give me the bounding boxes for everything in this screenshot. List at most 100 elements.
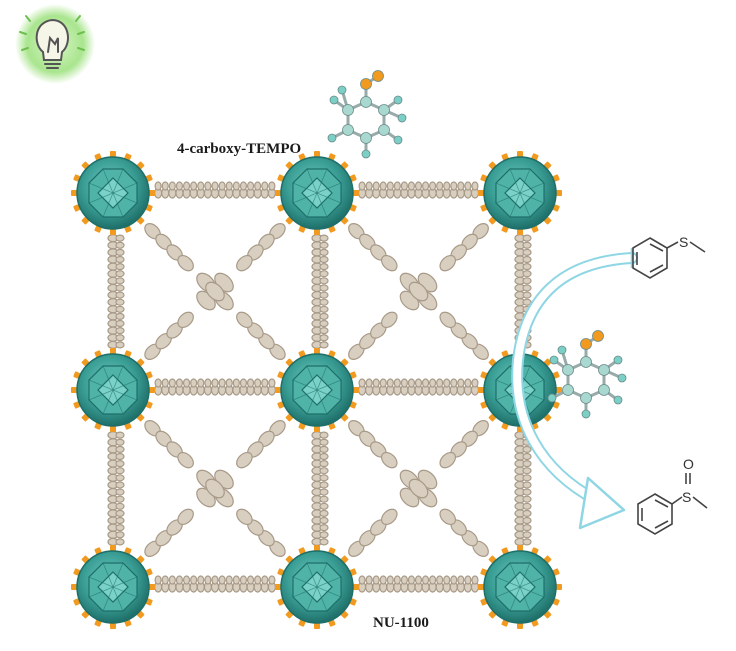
- linker-ring: [319, 255, 329, 264]
- linker-ring: [522, 445, 532, 453]
- linker-ring: [372, 378, 380, 388]
- node-edge: [88, 192, 114, 204]
- linker-ring: [115, 467, 125, 475]
- node-edge: [495, 576, 521, 588]
- linker-ring: [319, 291, 329, 299]
- linker-ring: [168, 575, 176, 585]
- linker-ring: [115, 248, 125, 256]
- linker-ring: [204, 378, 212, 388]
- linker-ring: [522, 509, 532, 518]
- linker-chain: [154, 378, 276, 388]
- product-s-atom: S: [682, 489, 691, 505]
- linker-ring: [154, 181, 162, 191]
- tempo-atom: [337, 85, 347, 95]
- linker-ring: [421, 575, 430, 585]
- tempo-atom: [393, 95, 403, 105]
- linker-ring: [421, 181, 430, 191]
- sulfoxide-product: [637, 473, 708, 535]
- linker-ring: [522, 234, 532, 242]
- tempo-atom: [327, 133, 337, 143]
- linker-ring: [115, 452, 125, 461]
- node-edge: [519, 586, 531, 612]
- node-edge: [306, 192, 318, 218]
- linker-chain: [514, 431, 526, 546]
- linker-ring: [154, 378, 162, 388]
- linker-chain: [311, 431, 323, 546]
- linker-chain: [439, 420, 489, 469]
- linker-chain: [358, 181, 479, 191]
- linker-ring: [204, 575, 212, 585]
- linker-ring: [115, 431, 125, 439]
- linker-ring: [464, 378, 472, 388]
- linker-ring: [522, 531, 532, 539]
- linker-ring: [115, 459, 125, 468]
- linker-ring: [522, 495, 532, 503]
- linker-ring: [380, 311, 398, 329]
- node-edge: [102, 192, 114, 218]
- linker-ring: [522, 459, 532, 468]
- linker-ring: [319, 438, 329, 446]
- linker-ring: [115, 481, 125, 489]
- linker-ring: [365, 575, 373, 585]
- node-edge: [112, 586, 138, 598]
- linker-ring: [436, 378, 444, 388]
- linker-ring: [182, 378, 191, 388]
- linker-ring: [365, 378, 373, 388]
- linker-ring: [261, 181, 269, 191]
- linker-ring: [522, 481, 532, 489]
- linker-ring: [115, 438, 125, 446]
- tempo-atom: [360, 96, 372, 108]
- node-edge: [519, 192, 545, 204]
- linker-ring: [522, 452, 532, 461]
- linker-ring: [450, 575, 458, 585]
- core-ring: [408, 281, 429, 302]
- node-edge: [316, 562, 328, 588]
- tempo-atom: [549, 355, 559, 365]
- linker-ring: [319, 305, 329, 313]
- linker-ring: [115, 291, 125, 299]
- linker-ring: [522, 524, 532, 532]
- linker-ring: [319, 284, 329, 292]
- tempo-molecule-right: [547, 330, 627, 419]
- zr-node: [275, 545, 359, 629]
- linker-ring: [177, 508, 194, 526]
- linker-ring: [522, 248, 532, 256]
- zr-node: [478, 151, 562, 235]
- linker-ring: [182, 181, 191, 191]
- linker-ring: [439, 451, 457, 469]
- node-edge: [519, 192, 531, 218]
- tempo-atom: [329, 95, 339, 105]
- linker-ring: [268, 181, 276, 191]
- tempo-atom: [562, 364, 574, 376]
- node-edge: [316, 192, 342, 204]
- organic-linkers: [107, 181, 532, 593]
- linker-ring: [246, 378, 255, 388]
- tempo-atom: [613, 355, 623, 365]
- linker-ring: [232, 378, 240, 388]
- linker-ring: [236, 451, 253, 469]
- linker-chain: [154, 384, 276, 396]
- linker-ring: [154, 575, 162, 585]
- linker-ring: [522, 467, 532, 475]
- node-edge: [495, 586, 521, 598]
- linker-ring: [365, 181, 373, 191]
- linker-ring: [522, 474, 532, 482]
- linker-ring: [400, 378, 408, 388]
- linker-ring: [522, 284, 532, 292]
- linker-ring: [115, 241, 125, 249]
- linker-ring: [115, 538, 125, 546]
- node-edge: [112, 168, 124, 194]
- linker-ring: [400, 575, 408, 585]
- linker-ring: [168, 181, 176, 191]
- linker-ring: [115, 327, 125, 335]
- linker-ring: [218, 181, 226, 191]
- linker-ring: [450, 378, 458, 388]
- tempo-atom: [547, 393, 557, 403]
- node-edge: [292, 586, 318, 598]
- linker-ring: [168, 378, 176, 388]
- linker-ring: [319, 452, 329, 461]
- node-edge: [509, 168, 521, 194]
- linker-ring: [400, 181, 408, 191]
- tempo-atom: [580, 392, 592, 404]
- linker-ring: [261, 378, 269, 388]
